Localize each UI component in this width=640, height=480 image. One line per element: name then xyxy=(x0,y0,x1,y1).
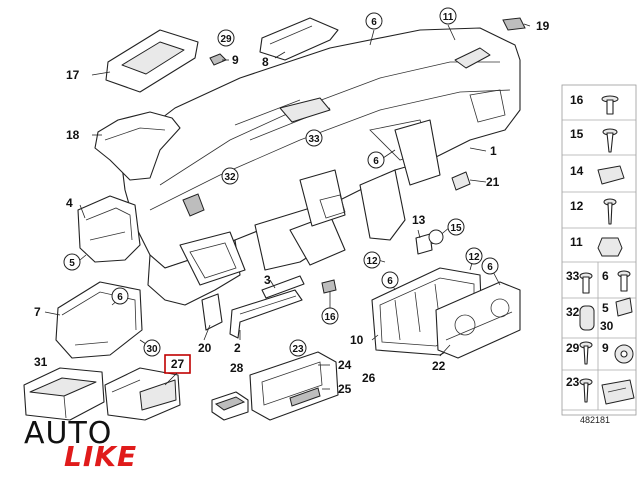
callout-28: 28 xyxy=(230,361,244,375)
bracket-13 xyxy=(415,233,433,255)
clip-16 xyxy=(321,279,337,294)
screw-15-icon xyxy=(602,128,618,153)
callout-13: 13 xyxy=(412,213,426,227)
callout-18: 18 xyxy=(66,128,80,142)
callout-10: 10 xyxy=(350,333,364,347)
callout-8: 8 xyxy=(262,55,269,69)
hw-label-11: 11 xyxy=(570,235,583,249)
callout-22: 22 xyxy=(432,359,446,373)
trim-strip-2 xyxy=(229,289,303,339)
autolike-logo: AUTO LIKE xyxy=(20,418,150,474)
nut-11-icon xyxy=(597,237,623,257)
dashboard-lower-structure xyxy=(147,119,441,306)
clip-21 xyxy=(451,171,471,191)
trim-frame-17 xyxy=(105,29,199,93)
callout-33: 33 xyxy=(308,134,320,145)
callout-23: 23 xyxy=(292,344,304,355)
control-unit-27 xyxy=(104,367,181,421)
circled-callouts: 6 11 29 33 32 6 5 6 30 12 6 12 6 15 16 2… xyxy=(63,7,499,357)
spacer-plate-icon xyxy=(601,379,635,405)
center-trim-panel-24 xyxy=(249,351,339,421)
callout-5-left: 5 xyxy=(69,258,75,269)
callout-17: 17 xyxy=(66,68,80,82)
callout-15: 15 xyxy=(450,223,462,234)
pin-33-icon xyxy=(579,272,593,294)
cover-8 xyxy=(259,17,339,61)
screw-16-icon xyxy=(601,95,619,115)
callout-1: 1 xyxy=(490,144,497,158)
hw-label-32: 32 xyxy=(566,305,580,319)
callout-29: 29 xyxy=(220,34,232,45)
logo-text-auto: AUTO xyxy=(24,416,113,451)
glovebox-housing-7 xyxy=(55,281,143,359)
bracket-20 xyxy=(201,293,223,331)
hw-label-9: 9 xyxy=(602,341,609,355)
bracket-4 xyxy=(77,195,141,263)
callout-12-right: 12 xyxy=(468,252,480,263)
control-panel-22 xyxy=(435,281,521,359)
callout-6-top: 6 xyxy=(371,17,377,28)
hw-label-15: 15 xyxy=(570,127,584,141)
callout-32: 32 xyxy=(224,172,236,183)
callout-20: 20 xyxy=(198,341,212,355)
clip-nut-14-icon xyxy=(597,165,625,185)
callout-labels: 17 18 9 8 19 1 21 4 7 31 20 2 28 3 10 22… xyxy=(34,19,550,396)
hw-label-29: 29 xyxy=(566,341,580,355)
callout-6-glovebox: 6 xyxy=(117,292,123,303)
screw-23-icon xyxy=(579,378,593,403)
module-31 xyxy=(23,367,105,421)
dashboard-carrier xyxy=(119,27,521,269)
grommet-32-icon xyxy=(579,305,595,331)
hw-label-6: 6 xyxy=(602,269,609,283)
callout-11: 11 xyxy=(443,12,454,23)
strip-3 xyxy=(261,275,305,299)
callout-6-mid: 6 xyxy=(373,156,379,167)
trim-18 xyxy=(94,111,181,181)
box-28 xyxy=(211,391,249,421)
bolt-6-icon xyxy=(617,270,631,292)
callout-6-console: 6 xyxy=(387,276,393,287)
callout-4: 4 xyxy=(66,196,73,210)
clip-9 xyxy=(209,53,227,66)
callout-2: 2 xyxy=(234,341,241,355)
clip-5-icon xyxy=(615,297,633,317)
callout-30: 30 xyxy=(146,344,158,355)
callout-24: 24 xyxy=(338,358,352,372)
hw-label-14: 14 xyxy=(570,164,584,178)
hw-label-33: 33 xyxy=(566,269,580,283)
logo-text-like: LIKE xyxy=(64,440,138,473)
screw-29-icon xyxy=(579,341,593,365)
callout-9: 9 xyxy=(232,53,239,67)
callout-19: 19 xyxy=(536,19,550,33)
callout-6-right: 6 xyxy=(487,262,493,273)
callout-26: 26 xyxy=(362,371,376,385)
callout-21: 21 xyxy=(486,175,500,189)
vent-19 xyxy=(502,17,526,31)
screw-12-icon xyxy=(603,198,617,225)
callout-16: 16 xyxy=(324,312,336,323)
diagram-code: 482181 xyxy=(580,415,611,425)
hardware-panel: 16 15 14 12 11 33 6 32 5 30 29 9 23 xyxy=(561,84,637,416)
hw-label-30: 30 xyxy=(600,319,614,333)
callout-3: 3 xyxy=(264,273,271,287)
hw-label-16: 16 xyxy=(570,93,584,107)
hw-label-23: 23 xyxy=(566,375,580,389)
star-washer-9-icon xyxy=(614,344,634,364)
callout-12-left: 12 xyxy=(366,256,378,267)
hw-label-12: 12 xyxy=(570,199,584,213)
highlight-box-27: 27 xyxy=(164,354,191,386)
hw-label-5: 5 xyxy=(602,301,609,315)
callout-31: 31 xyxy=(34,355,48,369)
callout-25: 25 xyxy=(338,382,352,396)
callout-27: 27 xyxy=(171,357,185,371)
callout-7: 7 xyxy=(34,305,41,319)
